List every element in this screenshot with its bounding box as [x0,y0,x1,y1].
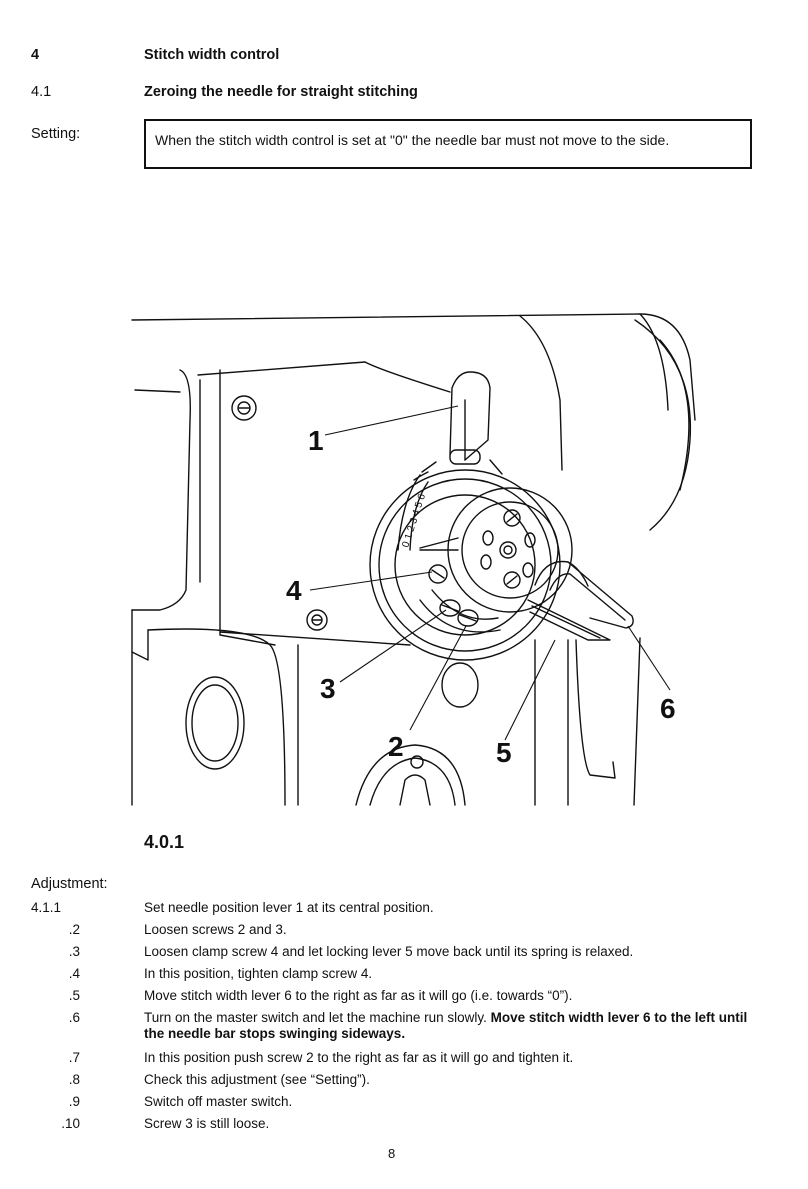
step-text: In this position, tighten clamp screw 4. [144,966,373,981]
callout-3: 3 [320,673,336,704]
callout-4: 4 [286,575,302,606]
step-text-normal: Turn on the master switch and let the ma… [144,1010,487,1025]
step-number: .9 [68,1094,80,1109]
section-number: 4 [31,47,40,63]
subsection-title: Zeroing the needle for straight stitchin… [144,84,418,100]
adjustment-label: Adjustment: [31,876,108,892]
callout-5: 5 [496,737,512,768]
callout-2: 2 [388,731,404,762]
step-text: Check this adjustment (see “Setting”). [144,1072,370,1087]
setting-note-box: When the stitch width control is set at … [144,119,752,169]
callout-1: 1 [308,425,324,456]
setting-label: Setting: [31,126,81,142]
step-number: .7 [68,1050,80,1065]
step-text: Turn on the master switch and let the ma… [144,1010,764,1042]
step-number: .3 [68,944,80,959]
step-number: .10 [61,1116,80,1131]
step-number: .8 [68,1072,80,1087]
step-text: Set needle position lever 1 at its centr… [144,900,434,915]
stitch-width-control-illustration: 0 1 2 3 4 5 6 1 4 3 2 5 6 [131,313,696,806]
step-text: Switch off master switch. [144,1094,293,1109]
step-text: Move stitch width lever 6 to the right a… [144,988,573,1003]
step-number: 4.1.1 [31,900,62,915]
step-text-bold: Move stitch width lever 6 to the left un… [144,1010,748,1041]
section-title: Stitch width control [144,47,280,63]
step-number: .6 [68,1010,80,1025]
setting-note-text: When the stitch width control is set at … [155,132,670,148]
step-text: In this position push screw 2 to the rig… [144,1050,574,1065]
step-number: .4 [68,966,80,981]
callout-6: 6 [660,693,676,724]
step-text: Loosen clamp screw 4 and let locking lev… [144,944,634,959]
page-number: 8 [388,1146,396,1161]
subsection-number: 4.1 [31,84,52,100]
dial-scale: 0 1 2 3 4 5 6 [400,492,428,549]
step-number: .5 [68,988,80,1003]
step-number: .2 [68,922,80,937]
step-text: Screw 3 is still loose. [144,1116,270,1131]
step-text: Loosen screws 2 and 3. [144,922,287,937]
figure-label: 4.0.1 [144,832,185,852]
